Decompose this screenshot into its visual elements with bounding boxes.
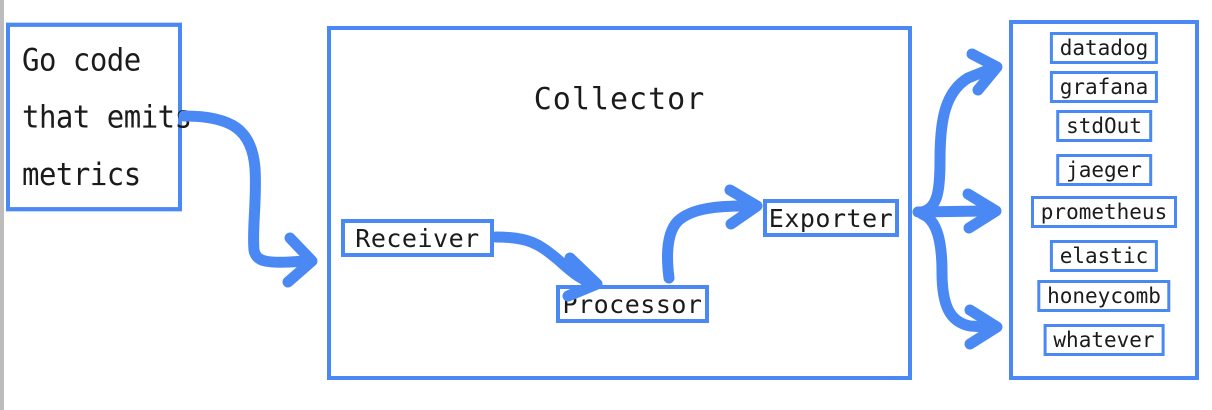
arrow-exporter-to-destinations-upper: [916, 48, 1003, 218]
source-line-1: Go code: [22, 41, 141, 78]
arrow-exporter-to-destinations-lower: [916, 208, 1003, 350]
destination-honeycomb: honeycomb: [1037, 280, 1171, 312]
arrow-exporter-to-destinations-middle: [912, 188, 1002, 234]
destination-jaeger: jaeger: [1056, 154, 1152, 186]
destination-whatever: whatever: [1043, 324, 1165, 356]
destination-datadog: datadog: [1049, 32, 1159, 64]
source-line-2: that emits: [22, 98, 192, 136]
destinations-box: datadog grafana stdOut jaeger prometheus…: [1009, 20, 1199, 380]
source-line-3: metrics: [22, 156, 141, 193]
processor-label: Processor: [562, 289, 703, 319]
receiver-box: Receiver: [341, 219, 494, 257]
left-edge-strip: [0, 0, 4, 410]
arrow-source-to-receiver: [178, 110, 318, 288]
destination-grafana: grafana: [1049, 71, 1159, 103]
exporter-label: Exporter: [768, 203, 894, 233]
processor-box: Processor: [556, 285, 709, 323]
collector-title: Collector: [533, 82, 706, 117]
destination-stdout: stdOut: [1056, 110, 1152, 142]
destination-prometheus: prometheus: [1031, 196, 1177, 228]
receiver-label: Receiver: [355, 223, 480, 253]
destination-elastic: elastic: [1049, 240, 1159, 272]
go-code-source-box: Go code that emits metrics: [6, 22, 192, 212]
exporter-box: Exporter: [763, 199, 899, 237]
